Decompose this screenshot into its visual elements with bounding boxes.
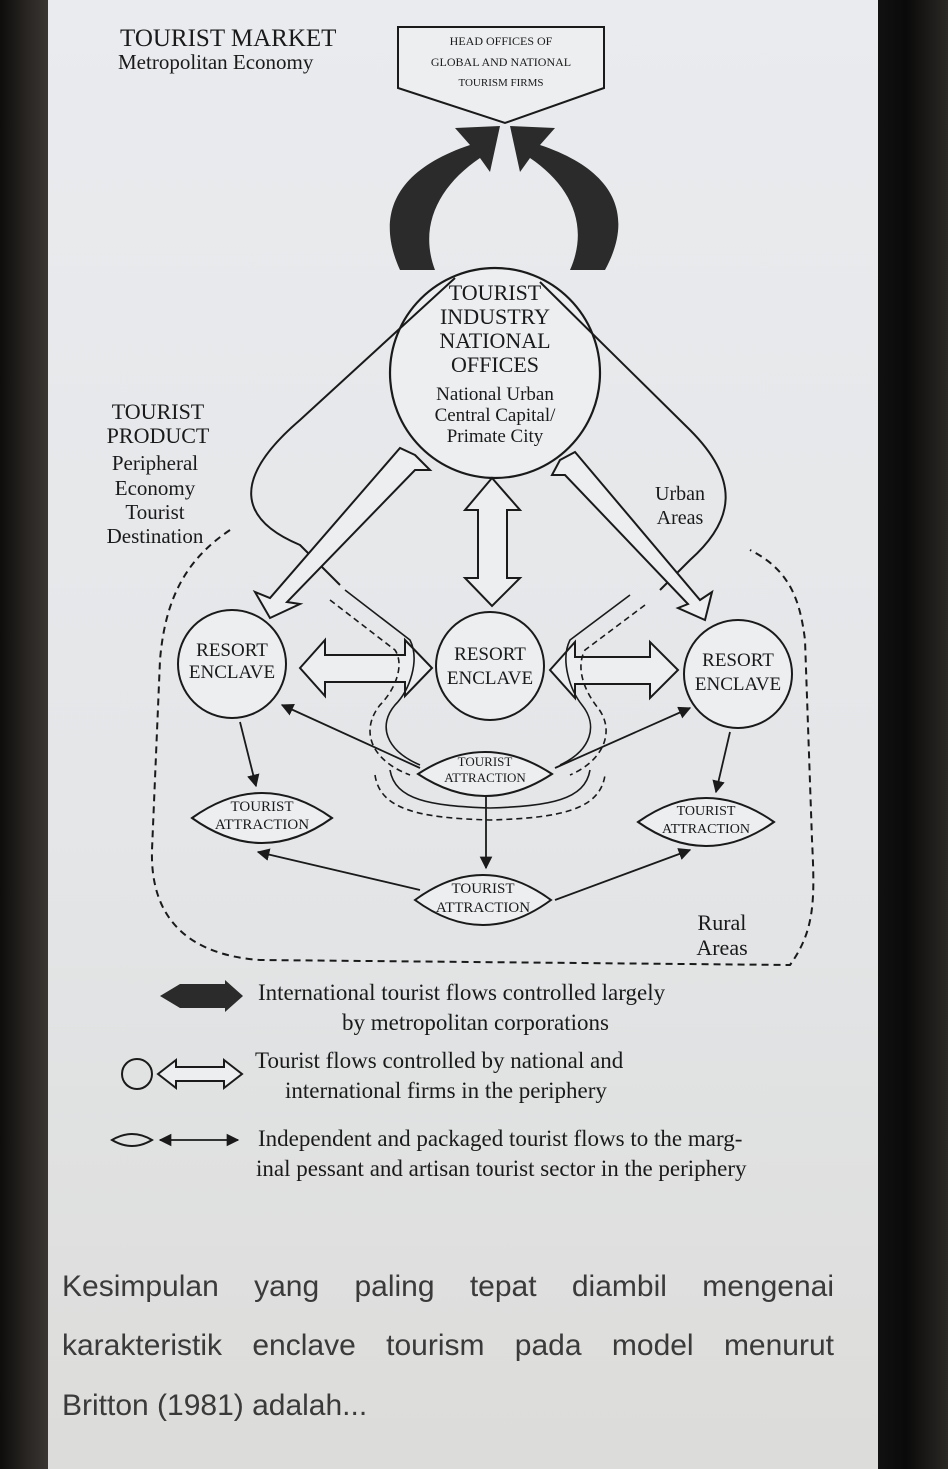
- resort-enclave-right: RESORT ENCLAVE: [683, 619, 793, 729]
- legend-independent-line-2: inal pessant and artisan tourist sector …: [256, 1156, 747, 1181]
- independent-flow-arrows: [239, 703, 731, 901]
- product-line-2: PRODUCT: [107, 423, 210, 448]
- channel-bottom-solid: [389, 769, 591, 809]
- product-line-1: TOURIST: [112, 399, 205, 424]
- attraction-center-line-2: ATTRACTION: [444, 770, 526, 785]
- head-offices-line-3: TOURISM FIRMS: [458, 77, 543, 89]
- capital-line-2: Central Capital/: [435, 405, 557, 426]
- legend-independent-line-1: Independent and packaged tourist flows t…: [258, 1126, 743, 1151]
- head-offices-box: HEAD OFFICES OF GLOBAL AND NATIONAL TOUR…: [397, 26, 605, 125]
- industry-line-3: NATIONAL: [439, 328, 550, 353]
- channel-right-solid: [559, 594, 631, 766]
- product-line-3: Peripheral: [112, 451, 198, 475]
- market-title: TOURIST MARKET: [120, 25, 336, 52]
- resort-left-line-2: ENCLAVE: [189, 662, 275, 683]
- resort-enclave-center: RESORT ENCLAVE: [435, 611, 545, 721]
- resort-right-line-2: ENCLAVE: [695, 674, 781, 695]
- tourist-attraction-left: TOURIST ATTRACTION: [190, 792, 334, 844]
- product-line-5: Tourist: [125, 500, 184, 524]
- legend-national-line-1: Tourist flows controlled by national and: [255, 1048, 624, 1073]
- industry-line-4: OFFICES: [451, 352, 539, 377]
- head-offices-line-2: GLOBAL AND NATIONAL: [431, 55, 571, 69]
- resort-center-line-1: RESORT: [454, 644, 526, 665]
- question-line-2: karakteristik enclave tourism pada model…: [62, 1329, 834, 1362]
- phone-bezel-right: [878, 0, 948, 1469]
- tourist-attraction-bottom: TOURIST ATTRACTION: [413, 874, 553, 926]
- head-offices-line-1: HEAD OFFICES OF: [450, 34, 553, 48]
- tourist-product-label: TOURIST PRODUCT Peripheral Economy Touri…: [107, 399, 210, 548]
- tourist-attraction-center: TOURIST ATTRACTION: [416, 751, 554, 797]
- resort-left-line-1: RESORT: [196, 640, 268, 661]
- urban-label-1: Urban: [655, 483, 705, 505]
- attraction-left-line-1: TOURIST: [230, 799, 293, 815]
- rural-label-2: Areas: [696, 935, 747, 960]
- rural-boundary-dashed: [150, 529, 815, 967]
- screen: [48, 0, 878, 1469]
- legend-symbol-independent: [110, 1133, 240, 1147]
- attraction-center-line-1: TOURIST: [458, 754, 513, 769]
- attraction-right-line-1: TOURIST: [677, 804, 736, 819]
- urban-label-2: Areas: [657, 507, 704, 529]
- industry-line-1: TOURIST: [449, 280, 542, 305]
- capital-line-3: Primate City: [447, 426, 544, 447]
- attraction-left-line-2: ATTRACTION: [215, 817, 309, 833]
- rural-label-1: Rural: [698, 910, 747, 935]
- channel-left-dashed: [329, 599, 411, 776]
- capital-line-1: National Urban: [436, 384, 554, 405]
- resort-center-line-2: ENCLAVE: [447, 668, 533, 689]
- industry-line-2: INDUSTRY: [440, 304, 550, 329]
- resort-right-line-1: RESORT: [702, 650, 774, 671]
- phone-bezel-left: [0, 0, 48, 1469]
- legend-symbol-national: [121, 1057, 244, 1091]
- attraction-bottom-line-1: TOURIST: [451, 881, 514, 897]
- resort-enclave-left: RESORT ENCLAVE: [177, 609, 287, 719]
- question-line-3: Britton (1981) adalah...: [62, 1389, 368, 1422]
- question-line-1: Kesimpulan yang paling tepat diambil men…: [62, 1270, 834, 1303]
- urban-boundary-line: [250, 277, 727, 591]
- national-flow-arrows: [252, 446, 714, 701]
- tourist-attraction-right: TOURIST ATTRACTION: [636, 797, 776, 847]
- market-subtitle: Metropolitan Economy: [118, 50, 314, 74]
- legend-international-line-1: International tourist flows controlled l…: [258, 980, 666, 1005]
- channel-right-dashed: [569, 604, 646, 776]
- international-flow-arrows: [389, 126, 619, 270]
- product-line-6: Destination: [107, 524, 204, 548]
- legend-international-line-2: by metropolitan corporations: [342, 1010, 609, 1035]
- legend-national-line-2: international firms in the periphery: [285, 1078, 607, 1103]
- attraction-bottom-line-2: ATTRACTION: [436, 900, 530, 916]
- channel-bottom-dashed: [374, 774, 606, 821]
- legend-symbol-international: [160, 980, 243, 1012]
- channel-left-solid: [344, 589, 421, 766]
- product-line-4: Economy: [115, 476, 196, 500]
- attraction-right-line-2: ATTRACTION: [662, 822, 750, 837]
- tourist-industry-circle: TOURIST INDUSTRY NATIONAL OFFICES Nation…: [388, 266, 602, 480]
